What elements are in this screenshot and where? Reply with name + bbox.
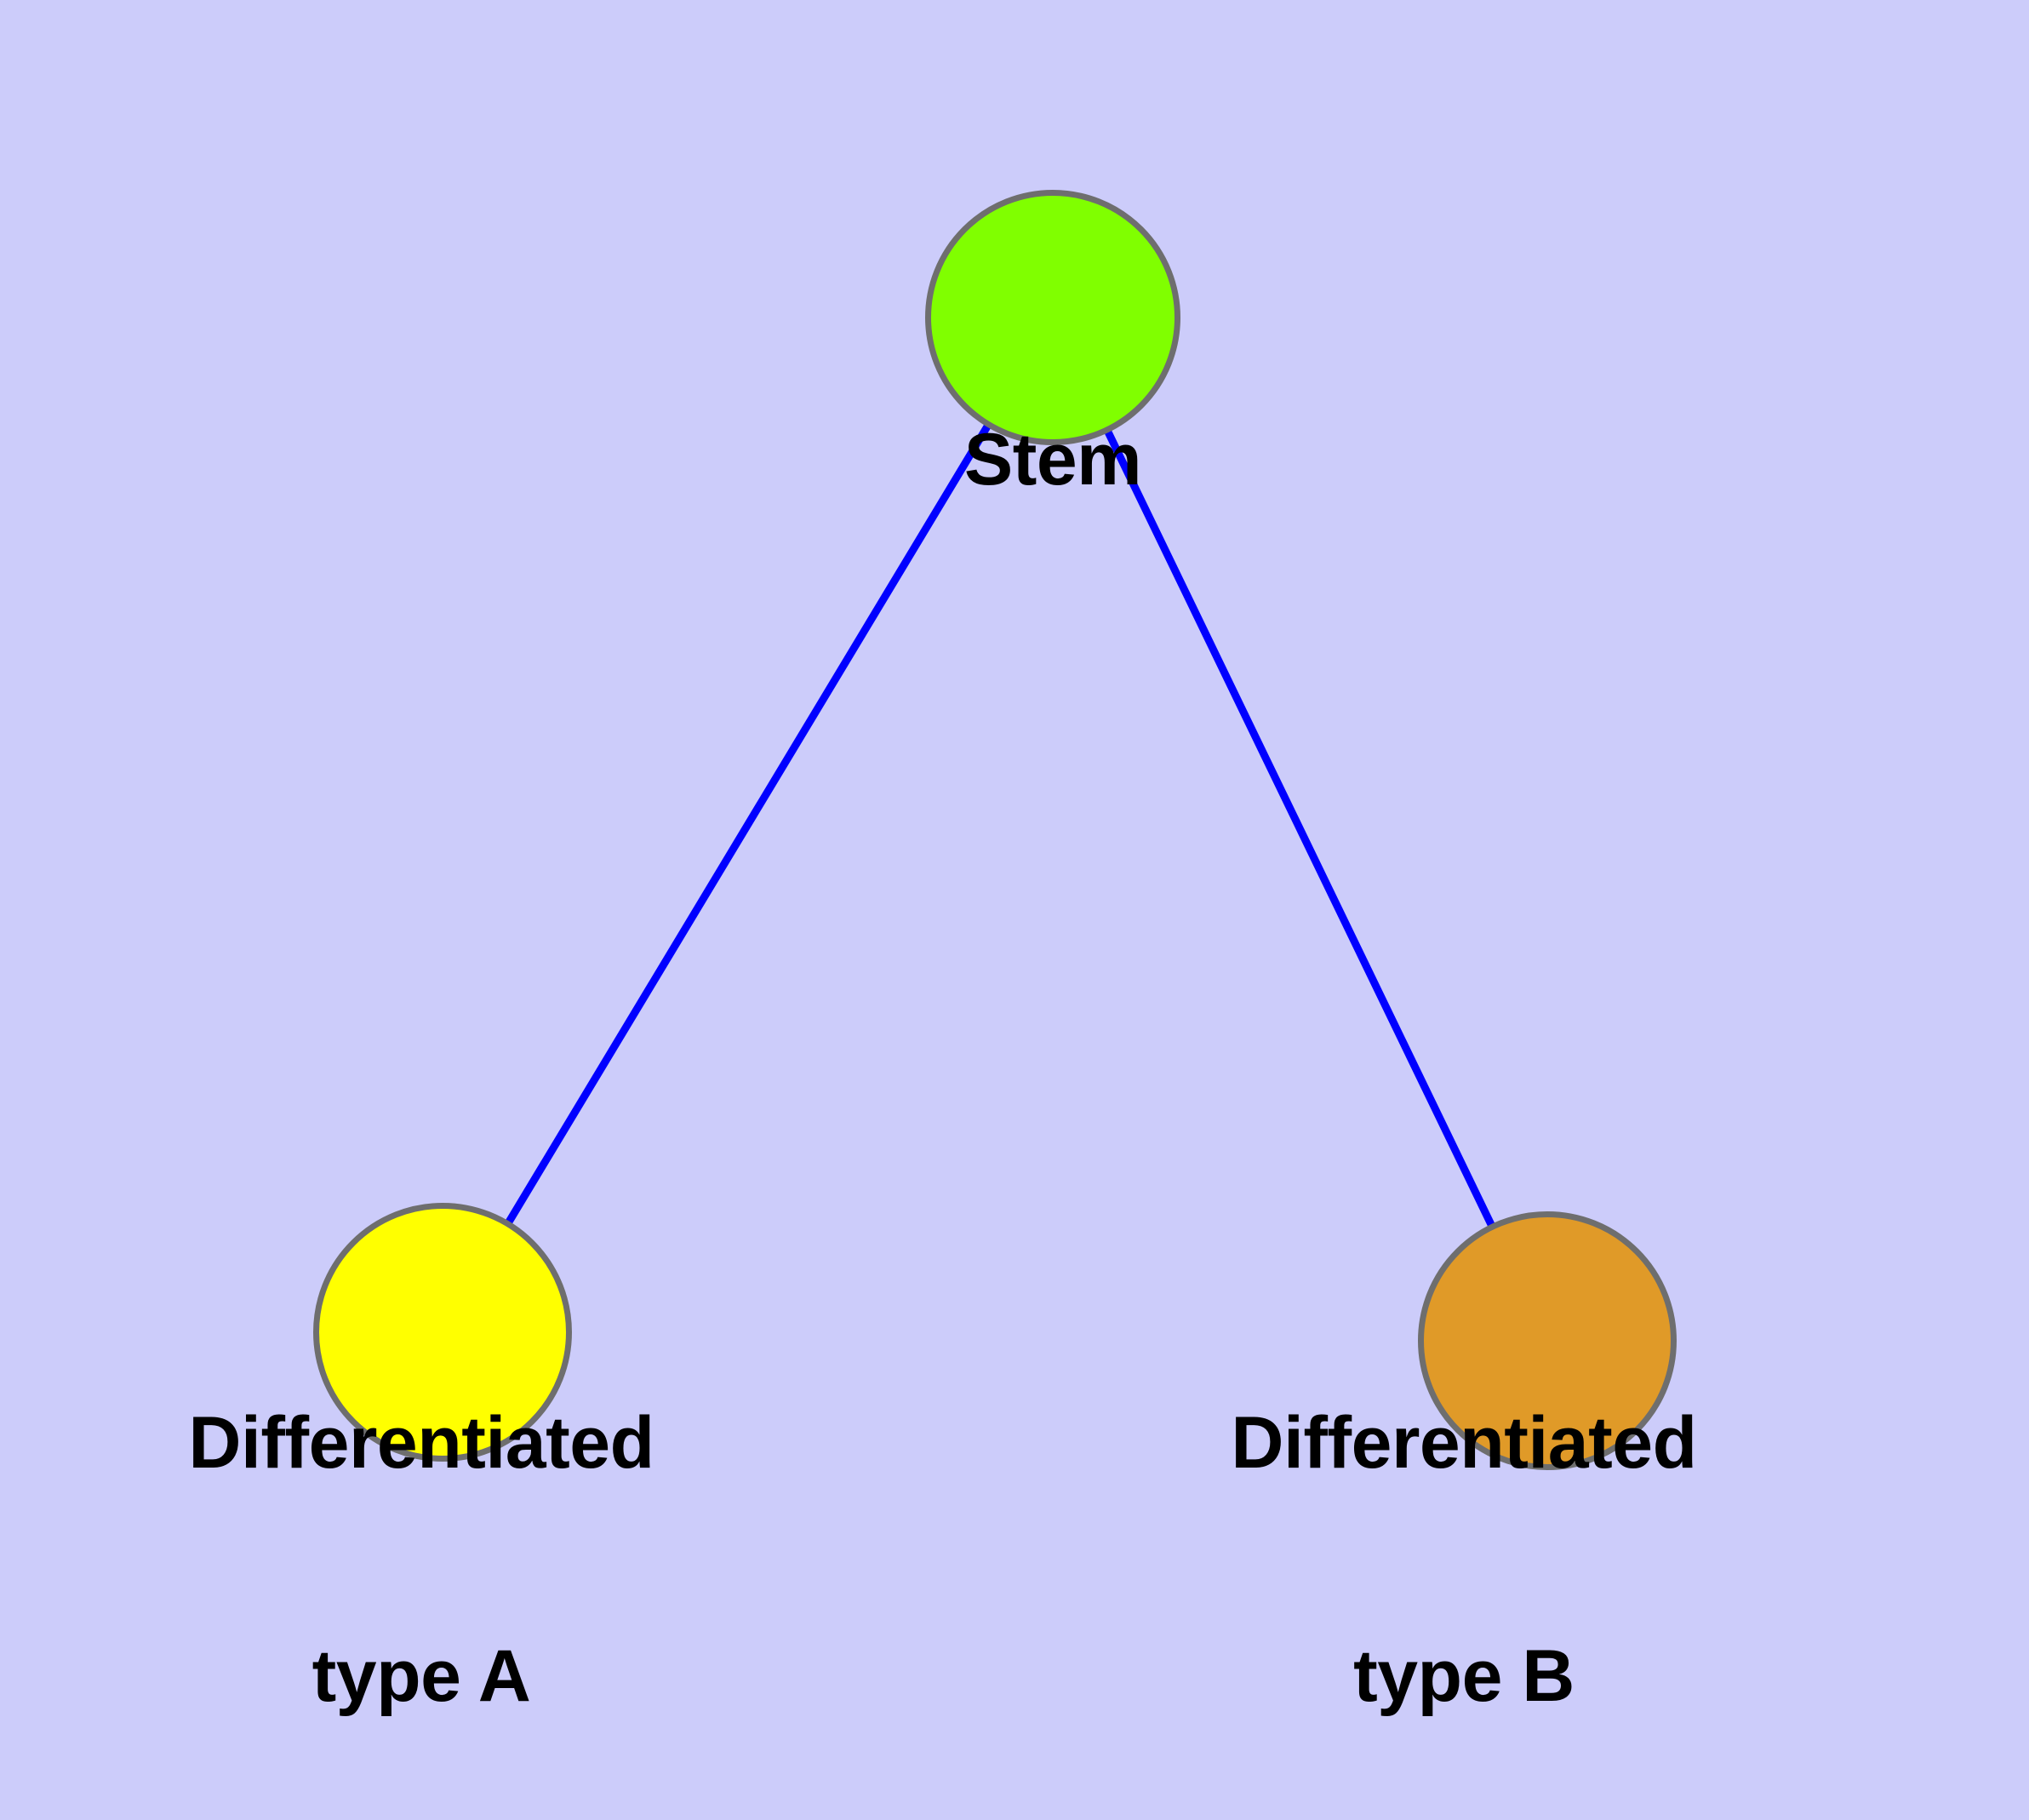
node-differentiated-type-a[interactable] <box>313 1203 572 1462</box>
node-differentiated-type-b[interactable] <box>1418 1211 1677 1470</box>
edge-stem-to-differentiated-type-a <box>439 315 1056 1335</box>
node-stem[interactable] <box>925 190 1180 445</box>
edge-stem-to-differentiated-type-b <box>1049 316 1552 1342</box>
